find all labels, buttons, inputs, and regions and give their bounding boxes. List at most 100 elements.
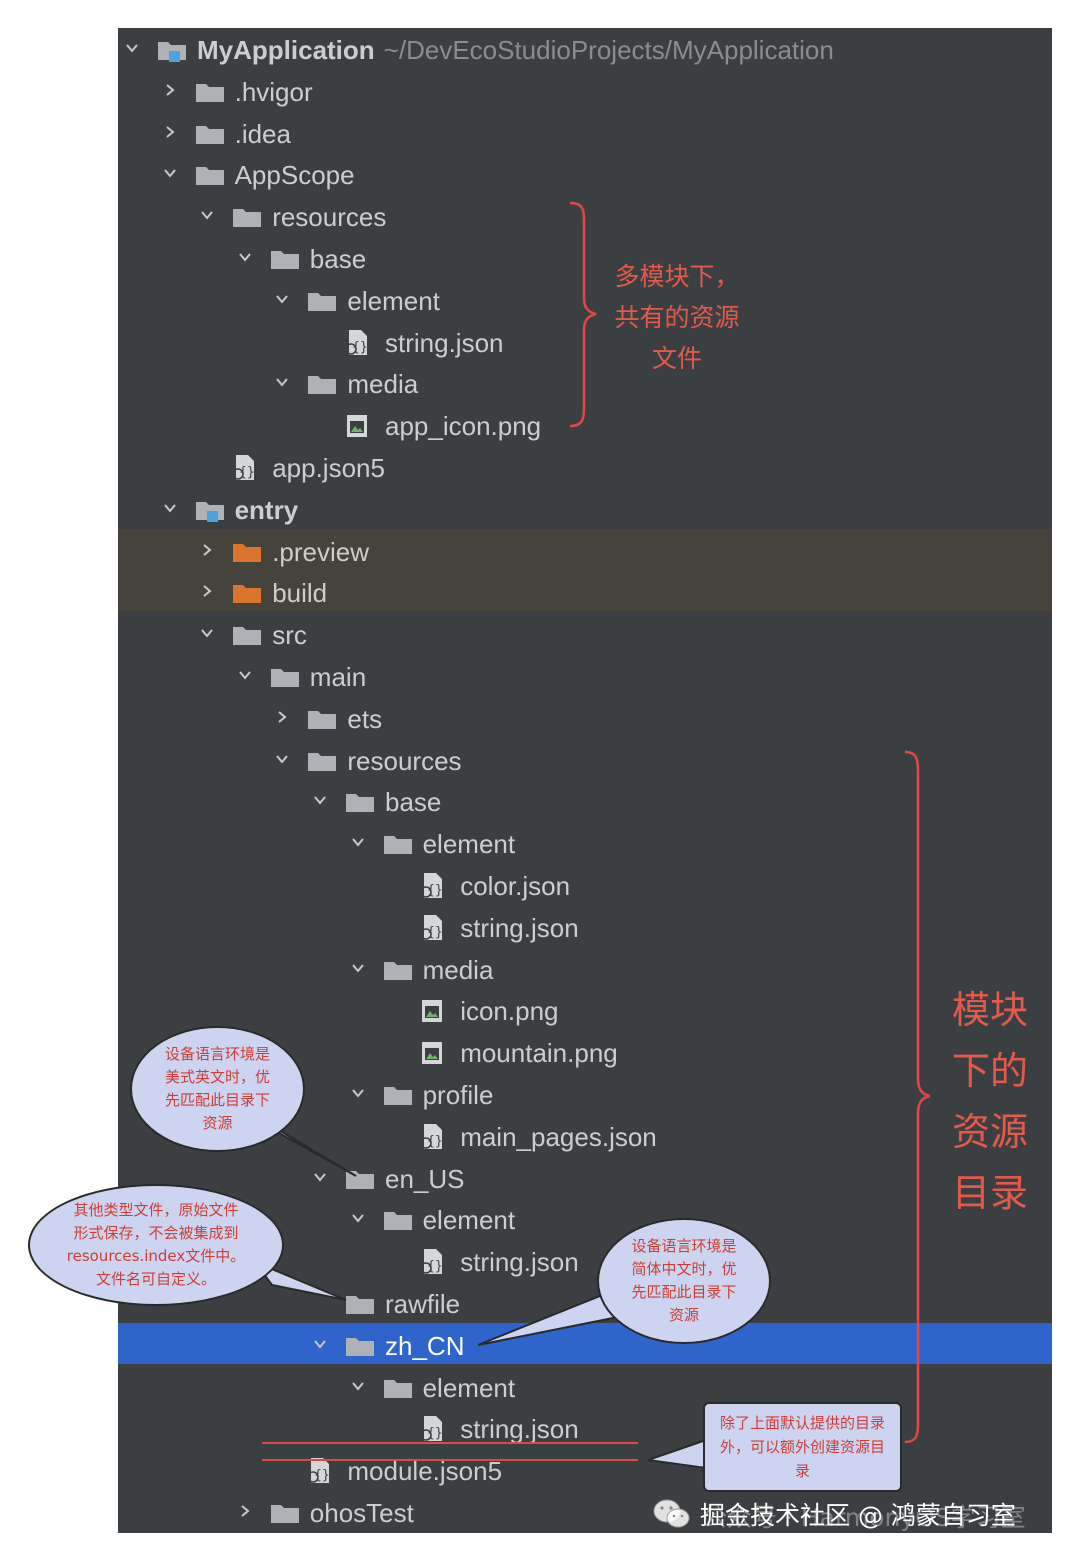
tree-row-name: color.json (460, 871, 571, 901)
tree-row-name: mountain.png (460, 1038, 618, 1069)
tree-row-name: src (272, 620, 307, 651)
chevron-right-icon[interactable] (238, 1504, 251, 1517)
chevron-down-icon[interactable] (238, 668, 251, 681)
tree-row-label: base (310, 242, 366, 276)
tree-row[interactable]: build (118, 572, 1052, 614)
tree-row[interactable]: icon.png (118, 990, 1052, 1032)
tree-row[interactable]: rawfile (118, 1283, 1052, 1325)
custom-dir-callout: 除了上面默认提供的目录 外，可以额外创建资源目 录 (703, 1402, 902, 1492)
chevron-down-icon[interactable] (351, 1379, 364, 1392)
tree-row[interactable]: {}string.json (118, 322, 1052, 364)
tree-row[interactable]: ets (118, 698, 1052, 740)
callout-line: 除了上面默认提供的目录 (719, 1414, 885, 1432)
tree-row[interactable]: media (118, 363, 1052, 405)
tree-row-label: string.json (385, 326, 504, 360)
tree-row[interactable]: {}string.json (118, 1241, 1052, 1283)
callout-line: 设备语言环境是 (631, 1237, 737, 1255)
json-file-icon: {} (420, 914, 450, 940)
tree-row[interactable]: element (118, 823, 1052, 865)
tree-row[interactable]: .preview (118, 531, 1052, 573)
tree-row-name: entry (234, 494, 299, 525)
tree-row[interactable]: resources (118, 196, 1052, 238)
folder-icon (307, 373, 337, 395)
tree-row[interactable]: element (118, 280, 1052, 322)
project-path: ~/DevEcoStudioProjects/MyApplication (383, 35, 834, 65)
tree-row[interactable]: main (118, 656, 1052, 698)
tree-row[interactable]: .hvigor (118, 71, 1052, 113)
tree-row[interactable]: zh_CN (118, 1325, 1052, 1367)
tree-row[interactable]: base (118, 238, 1052, 280)
chevron-down-icon[interactable] (200, 208, 213, 221)
module-resources-annotation: 模块 下的 资源 目录 (938, 980, 1042, 1224)
tree-row[interactable]: {}main_pages.json (118, 1116, 1052, 1158)
shared-resources-annotation: 多模块下， 共有的资源 文件 (598, 256, 756, 379)
chevron-down-icon[interactable] (351, 961, 364, 974)
tree-row-label: rawfile (385, 1287, 460, 1321)
tree-row[interactable]: entry (118, 489, 1052, 531)
chevron-right-icon[interactable] (163, 83, 176, 96)
annotation-line: 目录 (951, 1171, 1028, 1215)
chevron-right-icon[interactable] (275, 710, 288, 723)
folder-icon (270, 1502, 300, 1524)
tree-row[interactable]: app_icon.png (118, 405, 1052, 447)
tree-row[interactable]: media (118, 949, 1052, 991)
tree-row[interactable]: mountain.png (118, 1032, 1052, 1074)
tree-row[interactable]: {}string.json (118, 907, 1052, 949)
tree-row-name: element (422, 1372, 516, 1403)
red-underline (262, 1442, 638, 1444)
chevron-down-icon[interactable] (313, 793, 326, 806)
chevron-down-icon[interactable] (275, 752, 289, 765)
chevron-right-icon[interactable] (200, 543, 213, 556)
chevron-down-icon[interactable] (238, 250, 251, 263)
tree-row[interactable]: AppScope (118, 154, 1052, 196)
chevron-down-icon[interactable] (313, 1170, 326, 1183)
tree-row[interactable]: MyApplication~/DevEcoStudioProjects/MyAp… (118, 29, 1052, 71)
folder-icon (383, 833, 413, 855)
chevron-right-icon[interactable] (163, 125, 176, 138)
tree-row[interactable]: {}app.json5 (118, 447, 1052, 489)
folder-icon (195, 81, 225, 103)
tree-row[interactable]: {}string.json (118, 1408, 1052, 1450)
tree-row-name: build (272, 578, 328, 609)
rawfile-callout: 其他类型文件，原始文件 形式保存，不会被集成到 resources.index文… (28, 1184, 284, 1306)
callout-line: 设备语言环境是 (164, 1045, 270, 1063)
tree-row-label: string.json (460, 1412, 579, 1446)
chevron-down-icon[interactable] (351, 835, 364, 848)
tree-row[interactable]: src (118, 614, 1052, 656)
tree-row-name: ets (347, 703, 383, 734)
tree-row-name: ohosTest (309, 1498, 414, 1528)
folder-icon (345, 1168, 375, 1190)
excluded-folder-icon (232, 582, 262, 604)
image-file-icon (420, 998, 450, 1023)
annotation-line: 下的 (951, 1049, 1028, 1093)
tree-row[interactable]: ohosTest (118, 1492, 1052, 1533)
chevron-down-icon[interactable] (275, 375, 289, 388)
tree-row-name: base (309, 244, 367, 274)
tree-row-label: icon.png (460, 994, 558, 1028)
tree-row[interactable]: profile (118, 1074, 1052, 1116)
tree-row[interactable]: element (118, 1367, 1052, 1409)
callout-line: 先匹配此目录下 (164, 1091, 270, 1109)
tree-row[interactable]: .idea (118, 113, 1052, 155)
tree-row[interactable]: {}color.json (118, 865, 1052, 907)
tree-row[interactable]: resources (118, 740, 1052, 782)
tree-row[interactable]: base (118, 781, 1052, 823)
chevron-down-icon[interactable] (163, 501, 176, 514)
callout-line: 文件名可自定义。 (95, 1270, 216, 1288)
tree-row-label: base (385, 785, 441, 819)
chevron-down-icon[interactable] (275, 292, 289, 305)
annotation-line: 资源 (951, 1110, 1028, 1154)
chevron-down-icon[interactable] (163, 166, 176, 179)
tree-row-label: profile (423, 1078, 494, 1112)
chevron-down-icon[interactable] (200, 626, 213, 639)
chevron-down-icon[interactable] (351, 1211, 364, 1224)
chevron-down-icon[interactable] (351, 1086, 364, 1099)
tree-row[interactable]: en_US (118, 1158, 1052, 1200)
tree-row[interactable]: {}module.json5 (118, 1450, 1052, 1492)
tree-row-label: resources (272, 200, 386, 234)
chevron-right-icon[interactable] (200, 584, 213, 598)
chevron-down-icon[interactable] (125, 41, 138, 54)
folder-icon (195, 123, 225, 145)
chevron-down-icon[interactable] (313, 1337, 326, 1350)
tree-row[interactable]: element (118, 1199, 1052, 1241)
